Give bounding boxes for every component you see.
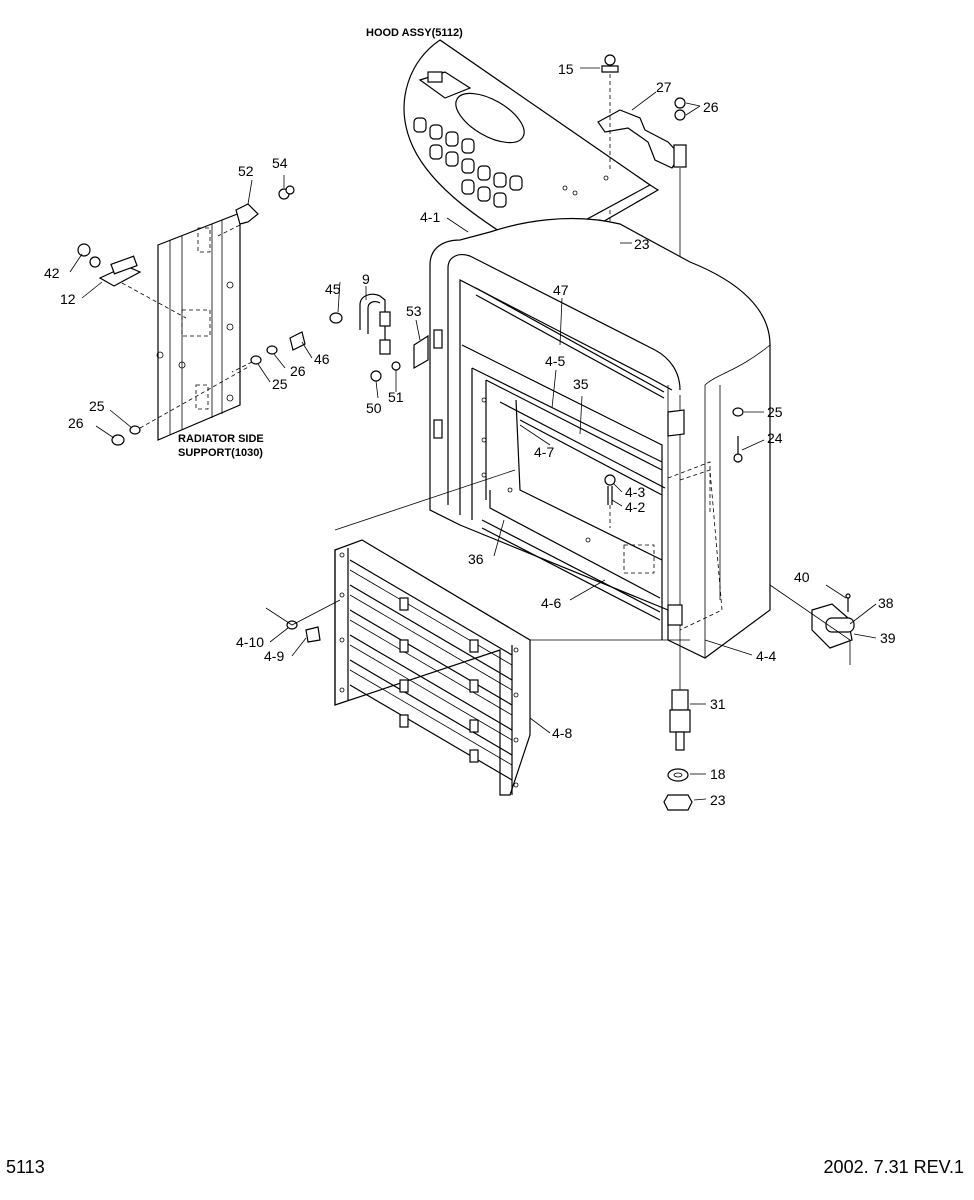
callout-25d: 25 [89, 398, 105, 414]
date-revision: 2002. 7.31 REV.1 [823, 1157, 964, 1177]
callout-4-3: 4-3 [625, 484, 645, 500]
main-frame [429, 217, 771, 659]
callout-23: 23 [634, 236, 650, 252]
rod-assembly [663, 650, 693, 811]
callout-4-1: 4-1 [420, 209, 440, 225]
parts-diagram: HOOD ASSY(5112) RADIATOR SIDE SUPPORT(10… [44, 27, 896, 811]
callout-26d: 26 [68, 415, 84, 431]
callout-4-6: 4-6 [541, 595, 561, 611]
callout-18: 18 [710, 766, 726, 782]
callout-26: 26 [703, 99, 719, 115]
callout-26b: 26 [290, 363, 306, 379]
callout-4-4: 4-4 [756, 648, 776, 664]
callout-4-8: 4-8 [552, 725, 572, 741]
grille-4-8 [334, 469, 690, 796]
callout-54: 54 [272, 155, 288, 171]
callout-45: 45 [325, 281, 341, 297]
callout-4-7: 4-7 [534, 444, 554, 460]
callout-46: 46 [314, 351, 330, 367]
radiator-side-support [156, 212, 241, 441]
callout-4-2: 4-2 [625, 499, 645, 515]
callout-15: 15 [558, 61, 574, 77]
callout-52: 52 [238, 163, 254, 179]
latch-assembly [769, 584, 855, 665]
callout-35: 35 [573, 376, 589, 392]
callout-23b: 23 [710, 792, 726, 808]
vent-holes [413, 117, 523, 208]
callout-38: 38 [878, 595, 894, 611]
callout-12: 12 [60, 291, 76, 307]
hood-assembly [403, 39, 660, 259]
callout-47: 47 [553, 282, 569, 298]
radiator-side-label-2: SUPPORT(1030) [178, 447, 263, 459]
catch-plate-12 [77, 243, 187, 319]
side-hardware [111, 331, 306, 446]
callout-9: 9 [362, 271, 370, 287]
callout-50: 50 [366, 400, 382, 416]
callout-39: 39 [880, 630, 896, 646]
callout-51: 51 [388, 389, 404, 405]
callout-25b: 25 [272, 376, 288, 392]
callout-24: 24 [767, 430, 783, 446]
hood-assy-label: HOOD ASSY(5112) [366, 27, 463, 39]
handle-9 [329, 293, 429, 382]
callout-40: 40 [794, 569, 810, 585]
callout-27: 27 [656, 79, 672, 95]
callout-53: 53 [406, 303, 422, 319]
page-number: 5113 [6, 1157, 45, 1177]
grille-bolts [265, 599, 341, 643]
callout-4-10: 4-10 [236, 634, 264, 650]
labels: HOOD ASSY(5112) RADIATOR SIDE SUPPORT(10… [44, 27, 896, 808]
bracket-52 [217, 185, 295, 237]
callout-42: 42 [44, 265, 60, 281]
callout-4-9: 4-9 [264, 648, 284, 664]
callout-31: 31 [710, 696, 726, 712]
radiator-side-label-1: RADIATOR SIDE [178, 433, 264, 445]
callout-25c: 25 [767, 404, 783, 420]
callout-4-5: 4-5 [545, 353, 565, 369]
leader-lines [69, 67, 877, 801]
callout-36: 36 [468, 551, 484, 567]
